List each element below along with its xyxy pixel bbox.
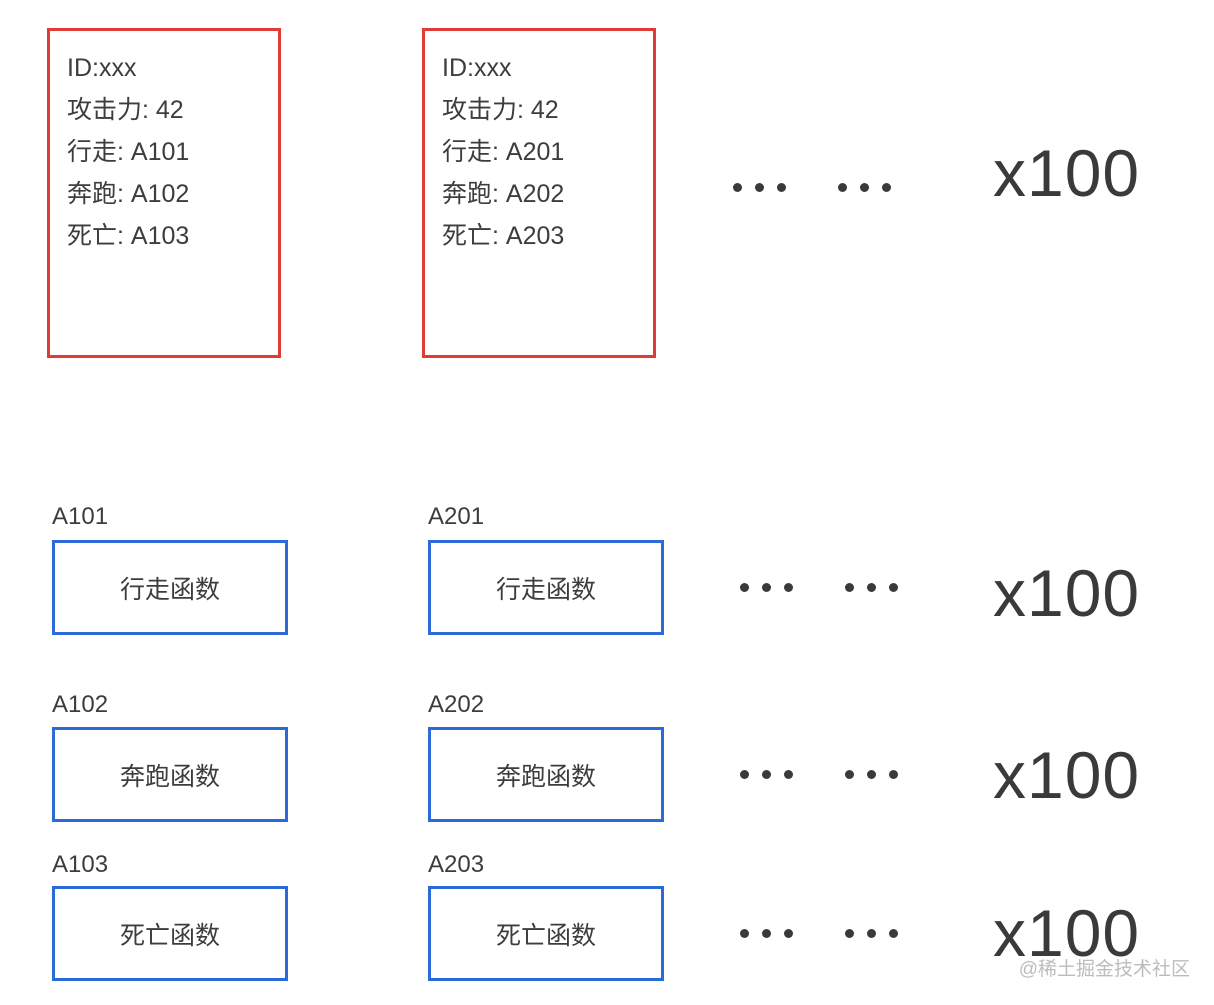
walk-function-box: 行走函数 [52,540,288,635]
multiplier-label: x100 [993,896,1141,970]
fn-address-label: A102 [52,691,109,718]
object-walk-ref: 行走: A201 [442,138,565,166]
fn-box-label: 行走函数 [119,575,220,604]
watermark: @稀土掘金技术社区 [1018,959,1190,980]
object-attack: 攻击力: 42 [442,96,559,124]
fn-address-label: A101 [52,503,109,530]
object-id: ID:xxx [442,54,512,82]
fn-box-label: 奔跑函数 [119,762,220,791]
death-function-box: 死亡函数 [52,886,288,981]
object-card-1: ID:xxx 攻击力: 42 行走: A101 奔跑: A102 死亡: A10… [47,28,281,358]
ellipsis-icon [733,166,891,208]
object-run-ref: 奔跑: A202 [442,180,565,208]
object-walk-ref: 行走: A101 [67,138,190,166]
fn-address-label: A202 [428,691,485,718]
fn-address-label: A201 [428,503,485,530]
walk-function-box: 行走函数 [428,540,664,635]
ellipsis-icon [740,912,898,954]
fn-address-label: A103 [52,851,109,878]
fn-box-label: 奔跑函数 [495,762,596,791]
fn-box-label: 行走函数 [495,575,596,604]
object-card-2: ID:xxx 攻击力: 42 行走: A201 奔跑: A202 死亡: A20… [422,28,656,358]
ellipsis-group-icon [845,769,898,779]
ellipsis-group-icon [740,769,793,779]
ellipsis-group-icon [740,928,793,938]
multiplier-label: x100 [993,556,1141,630]
multiplier-label: x100 [993,738,1141,812]
object-run-ref: 奔跑: A102 [67,180,190,208]
object-id: ID:xxx [67,54,137,82]
object-death-ref: 死亡: A103 [67,222,190,250]
ellipsis-group-icon [845,582,898,592]
object-attack: 攻击力: 42 [67,96,184,124]
ellipsis-group-icon [733,182,786,192]
fn-address-label: A203 [428,851,485,878]
ellipsis-icon [740,566,898,608]
ellipsis-group-icon [740,582,793,592]
death-function-box: 死亡函数 [428,886,664,981]
ellipsis-group-icon [845,928,898,938]
object-death-ref: 死亡: A203 [442,222,565,250]
ellipsis-group-icon [838,182,891,192]
fn-box-label: 死亡函数 [495,921,596,950]
fn-box-label: 死亡函数 [119,921,220,950]
ellipsis-icon [740,753,898,795]
run-function-box: 奔跑函数 [428,727,664,822]
run-function-box: 奔跑函数 [52,727,288,822]
multiplier-label: x100 [993,136,1141,210]
